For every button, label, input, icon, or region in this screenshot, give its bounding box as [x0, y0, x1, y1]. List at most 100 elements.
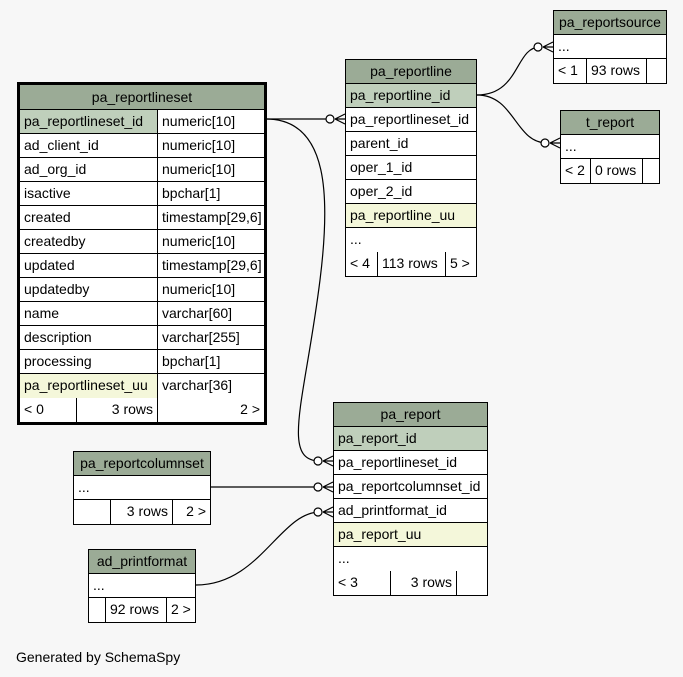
- row-count: 92 rows: [105, 598, 166, 622]
- column-row: pa_report_uu: [334, 523, 487, 547]
- table-title[interactable]: pa_report: [334, 403, 487, 427]
- children-count[interactable]: [456, 571, 487, 595]
- parents-count[interactable]: < 2: [565, 162, 585, 178]
- edge-end-circle: [313, 482, 323, 492]
- column-row: pa_reportline_uu: [346, 204, 476, 228]
- table-title[interactable]: pa_reportsource: [554, 11, 666, 35]
- crowfoot-mark: [334, 113, 346, 125]
- column-row: ...: [74, 476, 210, 500]
- table-footer: < 3 3 rows: [334, 571, 487, 595]
- column-type: numeric[10]: [157, 158, 264, 181]
- table-t-report[interactable]: t_report ... < 2 0 rows: [560, 110, 660, 184]
- column-name: pa_report_uu: [338, 526, 422, 542]
- table-pa-reportcolumnset[interactable]: pa_reportcolumnset ... 3 rows 2 >: [73, 451, 211, 525]
- parents-count[interactable]: < 4: [350, 255, 370, 271]
- edge-reportlineset-report: [265, 118, 326, 462]
- column-name: pa_reportline_id: [350, 87, 451, 103]
- column-name: ...: [338, 550, 350, 566]
- table-pa-reportline[interactable]: pa_reportline pa_reportline_id pa_reportl…: [345, 59, 477, 277]
- crowfoot-mark: [542, 41, 554, 53]
- column-type: numeric[10]: [157, 278, 264, 301]
- parents-count[interactable]: < 0: [24, 401, 44, 417]
- column-name: pa_reportcolumnset_id: [338, 478, 481, 494]
- column-name: oper_2_id: [350, 183, 413, 199]
- edge-end-circle: [533, 42, 543, 52]
- column-row: pa_report_id: [334, 427, 487, 451]
- table-footer: < 0 3 rows 2 >: [20, 398, 264, 422]
- children-count[interactable]: [646, 59, 666, 83]
- table-pa-reportsource[interactable]: pa_reportsource ... < 1 93 rows: [553, 10, 667, 84]
- column-type: varchar[60]: [157, 302, 264, 325]
- column-name: ...: [78, 479, 90, 495]
- table-title[interactable]: pa_reportline: [346, 60, 476, 84]
- column-row: pa_reportlineset_uu varchar[36]: [20, 374, 264, 398]
- edge-end-circle: [313, 507, 323, 517]
- column-row: pa_reportlineset_id: [346, 108, 476, 132]
- column-row: ad_org_id numeric[10]: [20, 158, 264, 182]
- children-count[interactable]: 2 >: [172, 500, 210, 524]
- edge-reportline-reportsource: [476, 46, 541, 96]
- column-type: varchar[255]: [157, 326, 264, 349]
- table-title[interactable]: pa_reportlineset: [20, 85, 264, 110]
- column-row: ...: [334, 547, 487, 571]
- column-name: pa_report_id: [338, 430, 417, 446]
- children-count[interactable]: [642, 159, 659, 183]
- column-type: varchar[36]: [157, 374, 264, 398]
- column-name: isactive: [24, 185, 71, 201]
- column-name: createdby: [24, 233, 86, 249]
- column-row: ...: [89, 574, 195, 598]
- children-count[interactable]: 5 >: [445, 252, 476, 276]
- column-name: ...: [93, 577, 105, 593]
- column-row: oper_1_id: [346, 156, 476, 180]
- parents-count[interactable]: [89, 598, 105, 622]
- row-count: 3 rows: [390, 571, 456, 595]
- column-row: ad_printformat_id: [334, 499, 487, 523]
- row-count: 113 rows: [377, 252, 445, 276]
- table-title[interactable]: t_report: [561, 111, 659, 135]
- column-row: ...: [554, 35, 666, 59]
- parents-count[interactable]: < 3: [338, 574, 358, 590]
- column-name: ...: [565, 138, 577, 154]
- column-type: bpchar[1]: [157, 182, 264, 205]
- table-footer: 92 rows 2 >: [89, 598, 195, 622]
- column-type: timestamp[29,6]: [157, 206, 264, 229]
- children-count[interactable]: 2 >: [166, 598, 195, 622]
- column-name: processing: [24, 353, 92, 369]
- column-row: pa_reportcolumnset_id: [334, 475, 487, 499]
- parents-count[interactable]: < 1: [558, 62, 578, 78]
- column-name: ad_org_id: [24, 161, 87, 177]
- column-name: oper_1_id: [350, 159, 413, 175]
- column-type: bpchar[1]: [157, 350, 264, 373]
- table-footer: < 1 93 rows: [554, 59, 666, 83]
- crowfoot-mark: [322, 455, 334, 467]
- row-count: 3 rows: [110, 500, 172, 524]
- column-row: oper_2_id: [346, 180, 476, 204]
- column-name: ...: [558, 38, 570, 54]
- column-row: isactive bpchar[1]: [20, 182, 264, 206]
- children-count[interactable]: 2 >: [157, 398, 264, 422]
- table-ad-printformat[interactable]: ad_printformat ... 92 rows 2 >: [88, 549, 196, 623]
- table-title[interactable]: ad_printformat: [89, 550, 195, 574]
- column-name: parent_id: [350, 135, 409, 151]
- column-name: name: [24, 305, 60, 321]
- column-row: pa_reportline_id: [346, 84, 476, 108]
- generated-by-text: Generated by SchemaSpy: [16, 649, 181, 665]
- column-name: updatedby: [24, 281, 90, 297]
- edge-end-circle: [540, 138, 550, 148]
- table-title[interactable]: pa_reportcolumnset: [74, 452, 210, 476]
- column-name: pa_reportlineset_id: [350, 111, 470, 127]
- crowfoot-mark: [322, 506, 334, 518]
- column-type: timestamp[29,6]: [157, 254, 264, 277]
- column-name: pa_reportlineset_id: [20, 110, 157, 133]
- table-footer: 3 rows 2 >: [74, 500, 210, 524]
- column-row: parent_id: [346, 132, 476, 156]
- parents-count[interactable]: [74, 500, 110, 524]
- column-name: pa_reportlineset_uu: [24, 377, 148, 393]
- edge-end-circle: [325, 114, 335, 124]
- column-type: numeric[10]: [157, 134, 264, 157]
